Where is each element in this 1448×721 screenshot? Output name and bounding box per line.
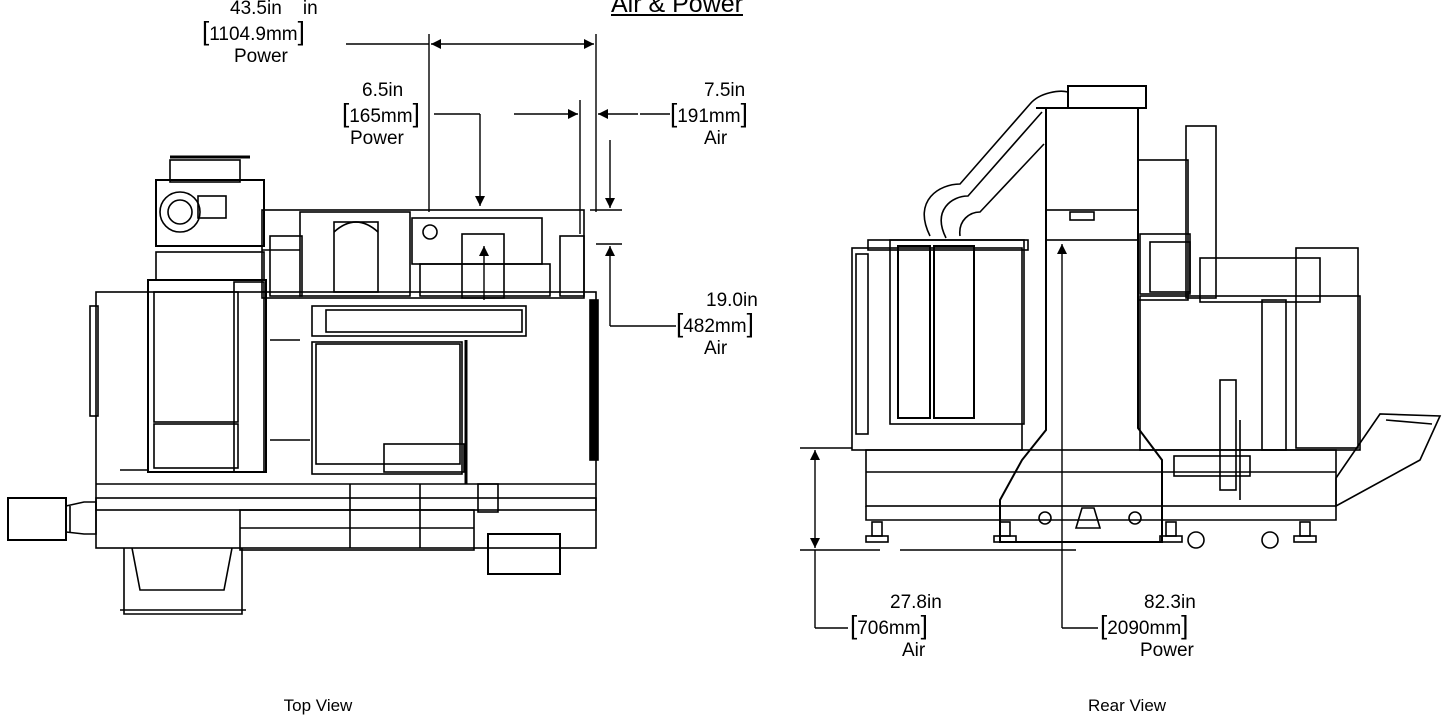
air-offset-value: 7.5in: [704, 80, 746, 101]
air-height-value: 27.8in: [890, 592, 942, 613]
power-height-kind: Power: [1140, 640, 1194, 661]
power-offset-value: 6.5in: [362, 80, 404, 101]
power-offset-metric: 165mm: [349, 106, 413, 127]
air-depth-value: 19.0in: [706, 290, 758, 311]
air-depth-callout: 19.0in [482mm] Air: [676, 290, 758, 359]
dimension-lines: [346, 34, 1098, 629]
drawing-title: Air & Power: [611, 0, 743, 18]
power-height-callout: 82.3in [2090mm] Power: [1100, 592, 1196, 661]
top-view-machine: [7, 155, 599, 615]
width-kind: Power: [234, 46, 288, 67]
rear-view-machine: [851, 85, 1442, 549]
air-offset-metric: 191mm: [677, 106, 741, 127]
width-metric: 1104.9mm: [209, 24, 298, 45]
power-height-value: 82.3in: [1144, 592, 1196, 613]
air-offset-kind: Air: [704, 128, 728, 149]
air-height-metric: 706mm: [857, 618, 921, 639]
width-unit: in: [302, 0, 318, 19]
rear-view-label: Rear View: [1087, 696, 1167, 715]
power-offset-kind: Power: [350, 128, 404, 149]
air-height-callout: 27.8in [706mm] Air: [850, 592, 942, 661]
air-depth-metric: 482mm: [683, 316, 747, 337]
air-offset-callout: 7.5in [191mm] Air: [670, 80, 748, 149]
width-callout: 43.5in in [1104.9mm] Power: [202, 0, 318, 67]
power-offset-callout: 6.5in [165mm] Power: [342, 80, 420, 149]
width-value: 43.5in: [230, 0, 282, 19]
air-depth-kind: Air: [704, 338, 728, 359]
power-height-metric: 2090mm: [1107, 618, 1182, 639]
top-view-label: Top View: [283, 696, 353, 715]
air-height-kind: Air: [902, 640, 926, 661]
